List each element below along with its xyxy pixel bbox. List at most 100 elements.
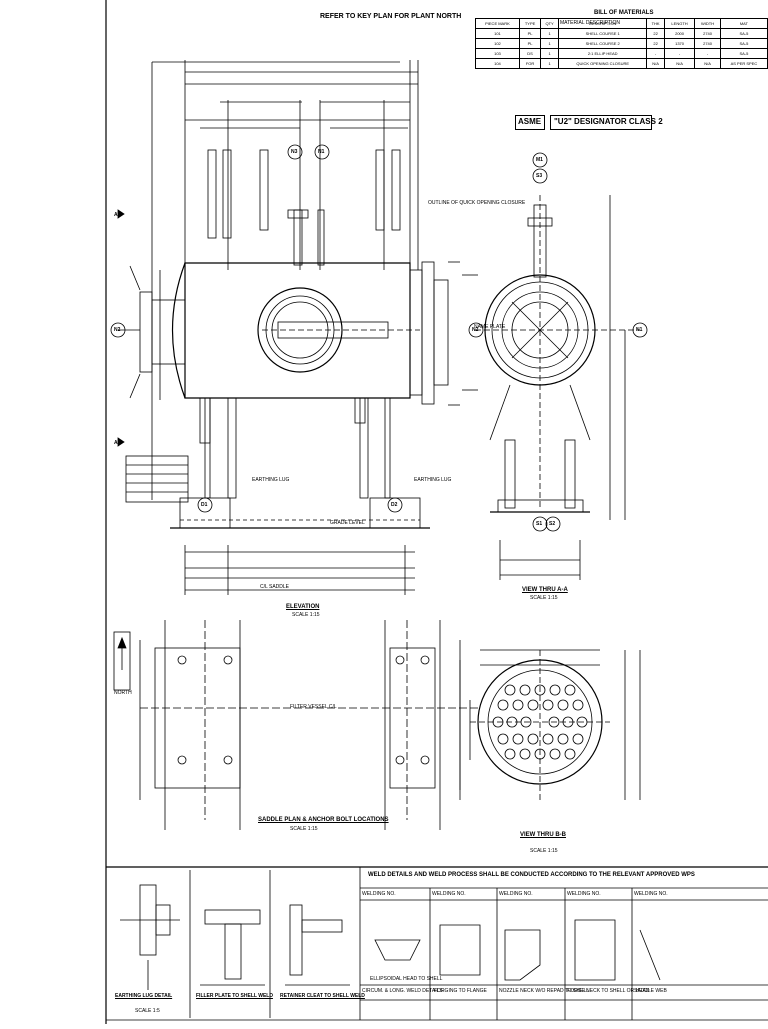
callout-m1-viewaa [532,152,548,168]
bom-cell: SA-5 [719,38,768,49]
bom-cell: SHELL COURSE 1 [558,28,648,39]
callout-n2-label: N2 [114,327,121,333]
grade-level-label: GRADE LEVEL [330,520,365,526]
callout-m1-label: M1 [536,157,543,163]
bom-cell: 104 [475,58,520,69]
bom-cell: 1 [540,58,560,69]
saddle-plan-title: SADDLE PLAN & ANCHOR BOLT LOCATIONS [258,817,389,823]
view-bb-scale: SCALE 1:15 [530,848,558,854]
bom-cell: 2740 [694,38,721,49]
view-b-b [459,649,641,800]
callout-n2-elev [110,322,126,338]
bom-cell: 1 [540,48,560,59]
bom-cell: N/A [663,58,696,69]
callout-s1-viewaa [532,516,548,532]
callout-d2-elev [387,497,403,513]
callout-n3-label: N3 [291,149,298,155]
weld-panel-head: WELDING NO. [432,891,466,897]
callout-n2-viewaa-label: N2 [472,327,479,333]
section-marker-a-bottom: A [114,440,118,446]
bill-of-materials-table: PIECE MARK TYPE QTY DESCRIPTION THK LENG… [475,18,768,69]
callout-s3-viewaa [532,168,548,184]
bom-col-length: LENGTH [663,18,696,29]
weld-banner: WELD DETAILS AND WELD PROCESS SHALL BE C… [368,872,695,878]
bom-cell: SA-5 [719,28,768,39]
bom-cell: 2000 [663,28,696,39]
callout-d2-label: D2 [391,502,398,508]
elevation-callouts [110,144,403,513]
earthing-lug-label-2: EARTHING LUG [414,477,452,483]
asme-stamp-box [515,115,545,130]
bom-cell: 102 [475,38,520,49]
bom-cell: FOR [518,58,542,69]
weld-detail-title: RETAINER CLEAT TO SHELL WELD [280,993,365,999]
view-a-a [462,152,648,580]
bom-cell: PL [518,28,542,39]
view-aa-scale: SCALE 1:15 [530,595,558,601]
bom-material-description: MATERIAL DESCRIPTION [560,20,621,26]
bom-cell: AS PER SPEC [719,58,768,69]
callout-d1-elev [197,497,213,513]
bom-cell: 22 [646,38,665,49]
callout-s1-label: S1 [536,521,543,527]
bom-cell: SHELL COURSE 2 [558,38,648,49]
sheet-title: REFER TO KEY PLAN FOR PLANT NORTH [320,13,462,20]
elevation-view [117,60,460,595]
weld-panel-head: WELDING NO. [567,891,601,897]
bom-cell: N/A [646,58,665,69]
callout-d1-label: D1 [201,502,208,508]
callout-n1-viewaa-label: N1 [636,327,643,333]
callout-s2-viewaa [545,516,561,532]
weld-panel-head: WELDING NO. [499,891,533,897]
saddle-cl-label: C/L SADDLE [260,584,289,590]
callout-s3-label: S3 [536,173,543,179]
filter-vessel-cl: FILTER VESSEL C/L [290,704,337,710]
weld-panel-head: WELDING NO. [634,891,668,897]
quick-opening-closure-label: OUTLINE OF QUICK OPENING CLOSURE [428,200,526,206]
weld-panel-foot: CIRCUM. & LONG. WELD DETAILS [362,988,443,994]
bom-cell: 1 [540,38,560,49]
bom-col-piece-mark: PIECE MARK [475,18,520,29]
bom-cell: PL [518,38,542,49]
designator-box [550,115,652,130]
saddle-plan [113,620,480,830]
section-marker-a-top: A [114,212,118,218]
bom-col-mat: MAT [719,18,768,29]
callout-n1-elev [314,144,330,160]
view-bb-title: VIEW THRU B-B [520,832,566,838]
weld-panel-foot: FORGING TO FLANGE [434,988,487,994]
designator-class: "U2" DESIGNATOR CLASS 2 [554,117,663,126]
callout-n1-label: N1 [318,149,325,155]
bom-title: BILL OF MATERIALS [594,10,654,16]
bom-cell: - [663,48,696,59]
bom-cell: 101 [475,28,520,39]
bom-cell: N/A [694,58,721,69]
weld-panel-foot: FORGE NECK TO SHELL OR HEAD [567,988,650,994]
elevation-title: ELEVATION [286,604,320,610]
elevation-scale: SCALE 1:15 [292,612,320,618]
view-aa-title: VIEW THRU A-A [522,587,568,593]
bom-header-row: PIECE MARK TYPE QTY DESCRIPTION THK LENG… [475,18,768,29]
weld-panel-note: ELLIPSOIDAL HEAD TO SHELL [370,976,443,982]
weld-panel-foot: NOZZLE NECK W/O REPAD TO SHELL [499,988,590,994]
callout-n3-elev [287,144,303,160]
callout-s2-label: S2 [549,521,556,527]
callout-n2-viewaa [468,322,484,338]
bom-cell: - [694,48,721,59]
asme-stamp: ASME [518,117,542,126]
bom-col-qty: QTY [540,18,560,29]
weld-detail-scale: SCALE 1:5 [135,1008,160,1014]
bom-cell: DS [518,48,542,59]
weld-detail-title: EARTHING LUG DETAIL [115,993,173,999]
callout-n1-viewaa [632,322,648,338]
bom-col-thk: THK [646,18,665,29]
weld-detail-title: FILLER PLATE TO SHELL WELD [196,993,273,999]
bom-cell: 1 [540,28,560,39]
saddle-plan-scale: SCALE 1:15 [290,826,318,832]
